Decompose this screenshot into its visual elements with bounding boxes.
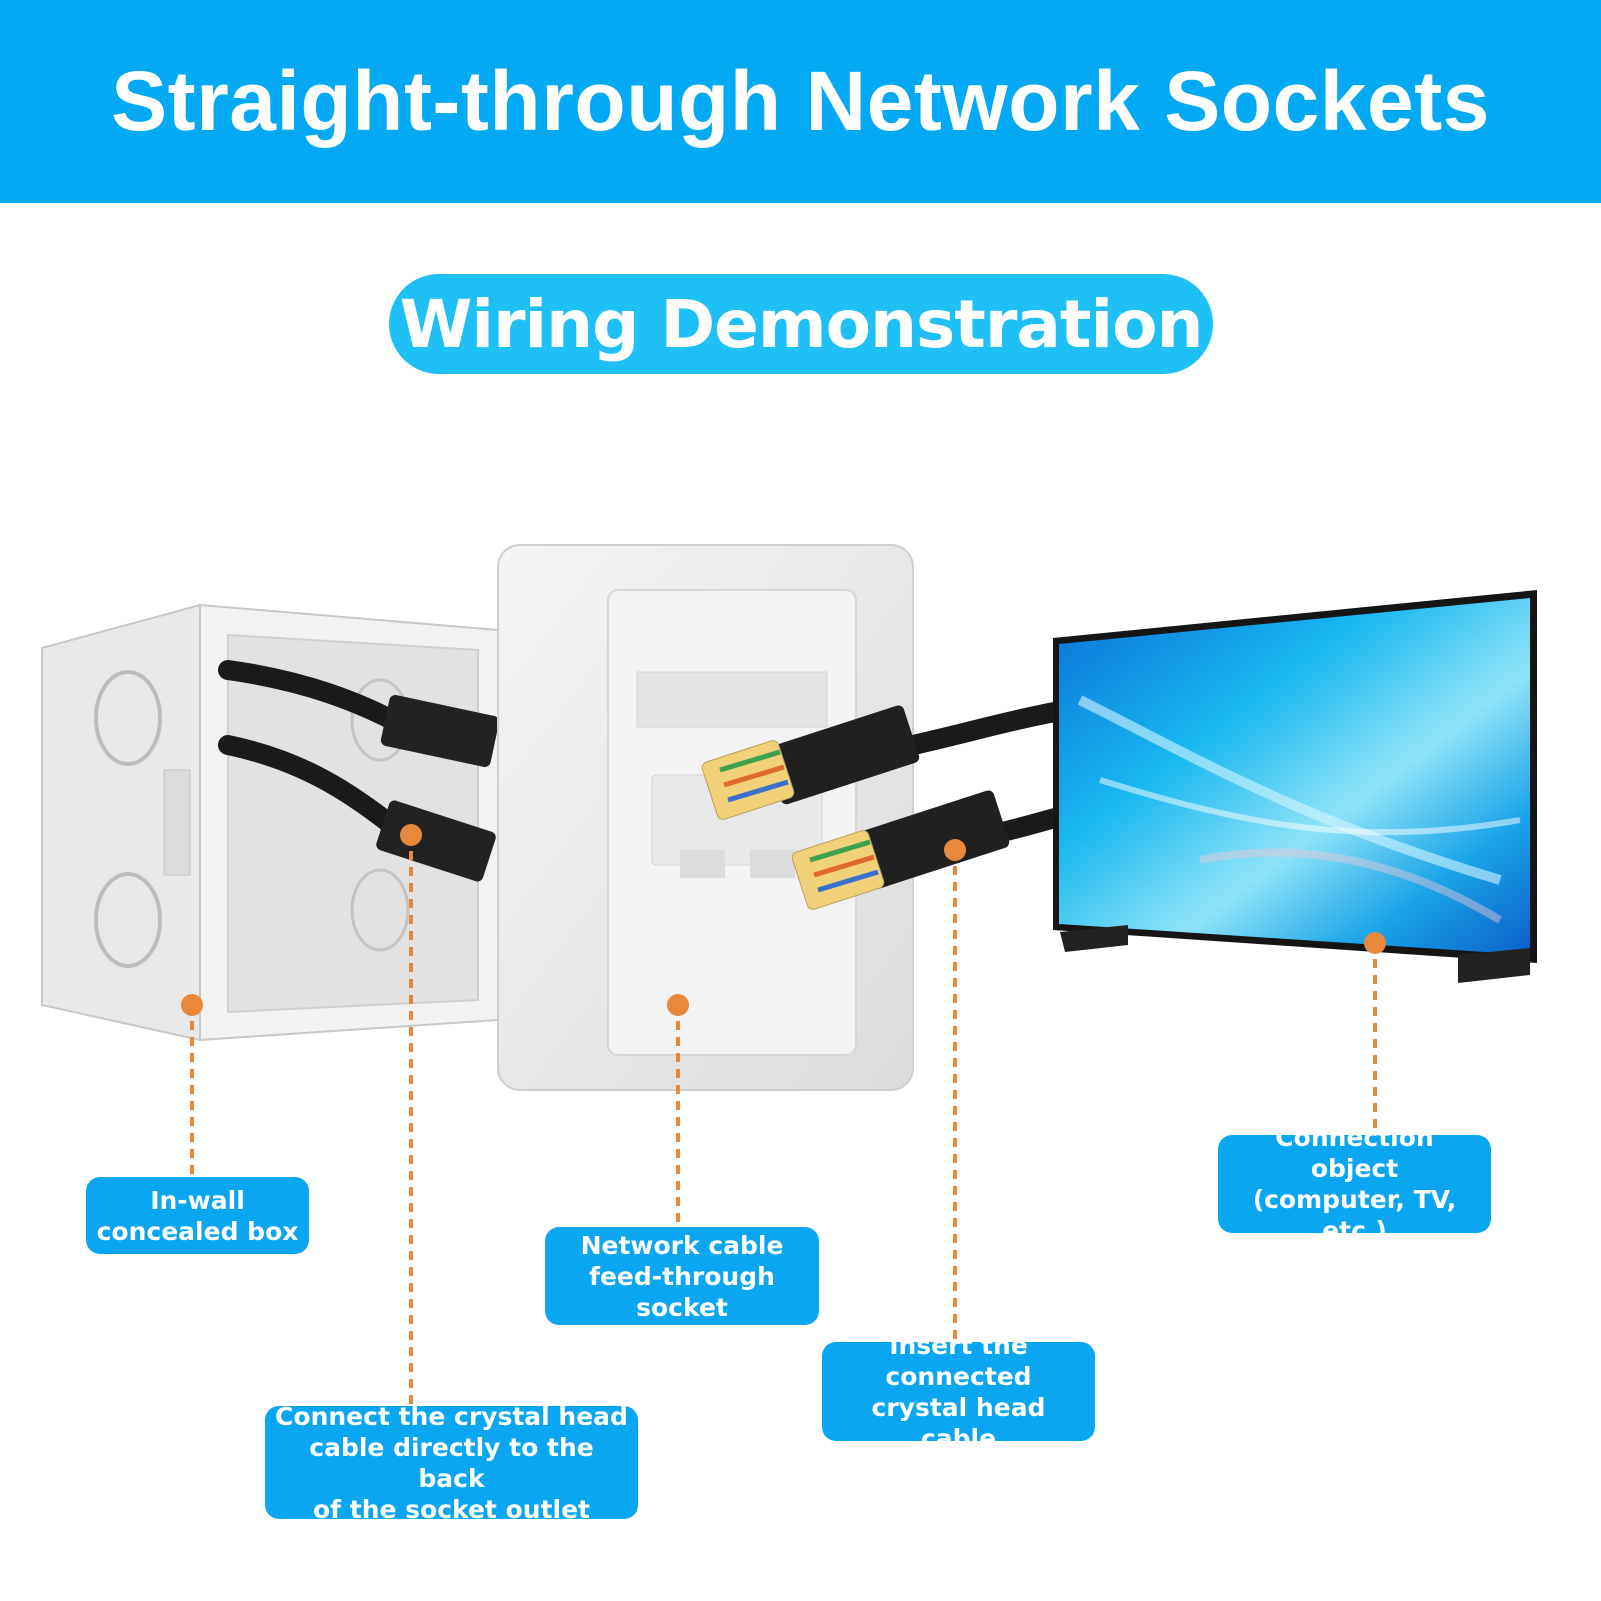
- callout-insert-cable: Insert the connected crystal head cable: [822, 1331, 1095, 1453]
- socket-plate-image: [497, 544, 914, 1091]
- subtitle-pill: Wiring Demonstration: [389, 274, 1213, 374]
- callout-feed-through-socket: Network cable feed-through socket: [545, 1227, 819, 1325]
- page-title: Straight-through Network Sockets: [111, 54, 1490, 148]
- front-cables: [701, 702, 1065, 910]
- dot-connection-object: [1364, 932, 1386, 954]
- subtitle-text: Wiring Demonstration: [399, 285, 1204, 363]
- leader-dots: [181, 824, 1386, 1016]
- callout-in-wall-box: In-wall concealed box: [86, 1177, 309, 1254]
- rear-cables: [218, 660, 500, 882]
- callout-back-connection: Connect the crystal head cable directly …: [265, 1402, 638, 1524]
- callout-connection-object: Connection object (computer, TV, etc.): [1218, 1123, 1491, 1245]
- dot-insert-cable: [944, 839, 966, 861]
- dot-in-wall-box: [181, 994, 203, 1016]
- leader-lines: [190, 835, 1377, 1405]
- dot-back-connection: [400, 824, 422, 846]
- tv-image: [1053, 590, 1537, 983]
- dot-socket: [667, 994, 689, 1016]
- title-banner: Straight-through Network Sockets: [0, 0, 1601, 203]
